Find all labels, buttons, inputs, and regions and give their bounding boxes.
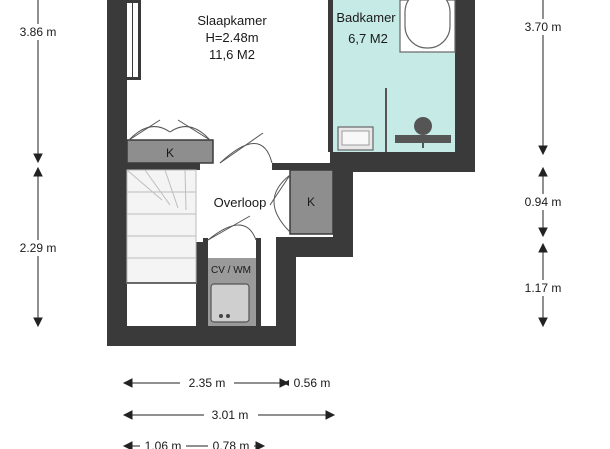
dim-bottom-row3-b: 0.78 m	[213, 439, 250, 449]
walls	[107, 0, 475, 346]
bathtub	[399, 0, 456, 53]
dim-left-top: 3.86 m	[20, 25, 57, 39]
room-area-slaapkamer: 11,6 M2	[209, 47, 255, 62]
closet-left	[126, 139, 214, 164]
dim-left-bottom: 2.29 m	[20, 241, 57, 255]
dim-right-bottom: 1.17 m	[525, 281, 562, 295]
closet-right-label: K	[307, 195, 315, 209]
closet-right	[289, 169, 334, 235]
sink	[337, 126, 374, 151]
room-name-cv: CV / WM	[211, 265, 251, 276]
shower	[395, 117, 451, 148]
dimension-lines-right	[538, 0, 548, 328]
closet-left-label: K	[166, 146, 174, 160]
dimension-lines-left	[33, 0, 43, 328]
room-name-slaapkamer: Slaapkamer	[197, 13, 267, 28]
dim-bottom-row2: 3.01 m	[212, 408, 249, 422]
washing-machine	[210, 283, 250, 323]
room-area-badkamer: 6,7 M2	[348, 31, 388, 46]
dim-bottom-row1-b: 0.56 m	[294, 376, 331, 390]
room-name-badkamer: Badkamer	[336, 10, 396, 25]
staircase	[126, 169, 197, 284]
dim-bottom-row1-a: 2.35 m	[189, 376, 226, 390]
doors	[128, 119, 291, 241]
dim-bottom-row3-a: 1.06 m	[145, 439, 182, 449]
dim-right-mid: 0.94 m	[525, 195, 562, 209]
room-height-slaapkamer: H=2.48m	[205, 30, 258, 45]
room-name-overloop: Overloop	[214, 195, 267, 210]
dim-right-top: 3.70 m	[525, 20, 562, 34]
